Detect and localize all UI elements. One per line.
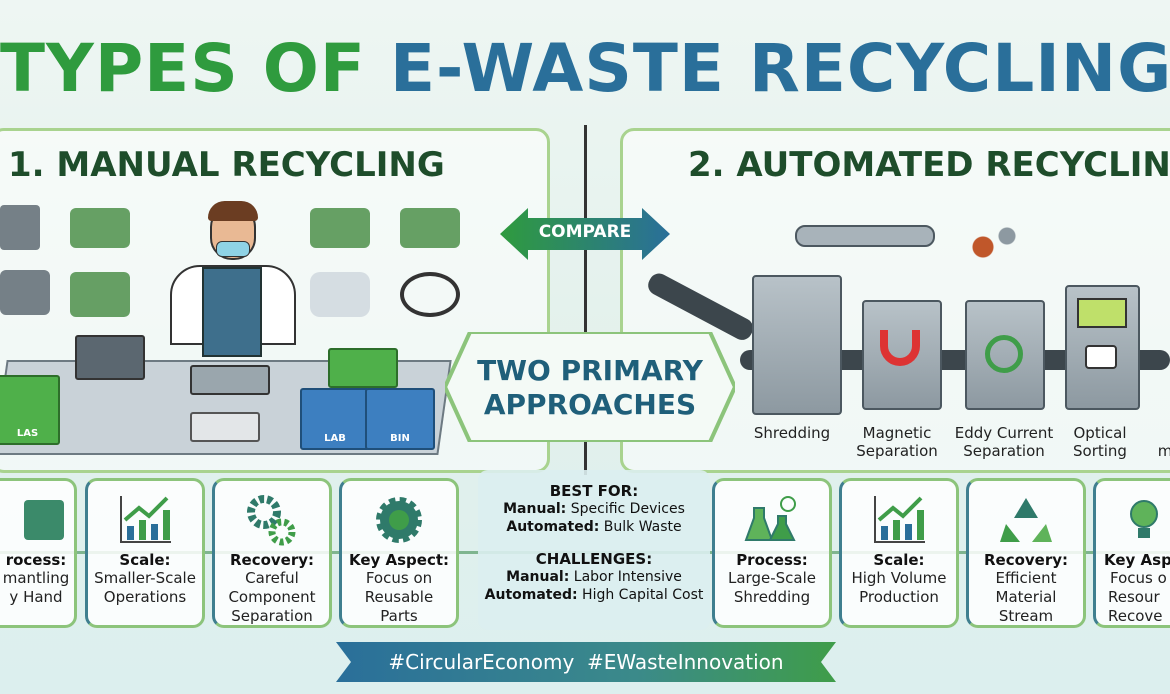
camera-icon [1085,345,1117,369]
phones-icon [0,270,50,315]
circuit-boards-icon [70,208,130,248]
conveyor-belt [740,350,1170,370]
hand-laptop-icon [0,489,74,551]
circuit-boards-icon [70,272,130,317]
growth-chart-icon [842,489,956,551]
worker-illustration [160,201,310,375]
cables-icon [400,272,460,317]
automated-title: 2. AUTOMATED RECYCLING [688,145,1170,185]
tablet-illustration [190,365,270,395]
gears-icon [215,489,329,551]
growth-chart-icon [88,489,202,551]
lightbulb-screen-icon [1077,298,1127,328]
comparison-summary: BEST FOR: Manual: Specific Devices Autom… [478,470,710,630]
bin-green [328,348,398,388]
laptop-illustration [190,412,260,442]
shredder-machine [752,275,842,415]
circuit-boards-icon [400,208,460,248]
circuit-boards-icon [310,208,370,248]
lightbulb-icon [1104,489,1170,551]
pipe [795,225,935,247]
plastic-scrap-icon [310,272,370,317]
gear-wrench-icon [342,489,456,551]
lab-flasks-icon [715,489,829,551]
recycle-arrows-icon [985,335,1023,373]
double-arrow-icon [500,208,670,260]
divider [584,125,587,475]
laptop-illustration [75,335,145,380]
metal-scraps-icon [965,225,1025,280]
magnetic-separator-machine [862,300,942,410]
manual-title: 1. MANUAL RECYCLING [8,145,445,185]
bin-blue: BIN [365,388,435,450]
laptops-icon [0,205,40,250]
page-title: TYPES OF E-WASTE RECYCLING [0,30,1170,107]
bin-blue: LAB [300,388,370,450]
hashtag-banner: #CircularEconomy #EWasteInnovation [336,642,836,682]
stage-label: m [1157,442,1170,460]
two-approaches-badge: TWO PRIMARY APPROACHES [442,330,738,444]
bin-green: LAS [0,375,60,445]
recycle-icon [969,489,1083,551]
compare-arrow: COMPARE [500,208,670,260]
stage-label: Shredding [753,424,831,442]
